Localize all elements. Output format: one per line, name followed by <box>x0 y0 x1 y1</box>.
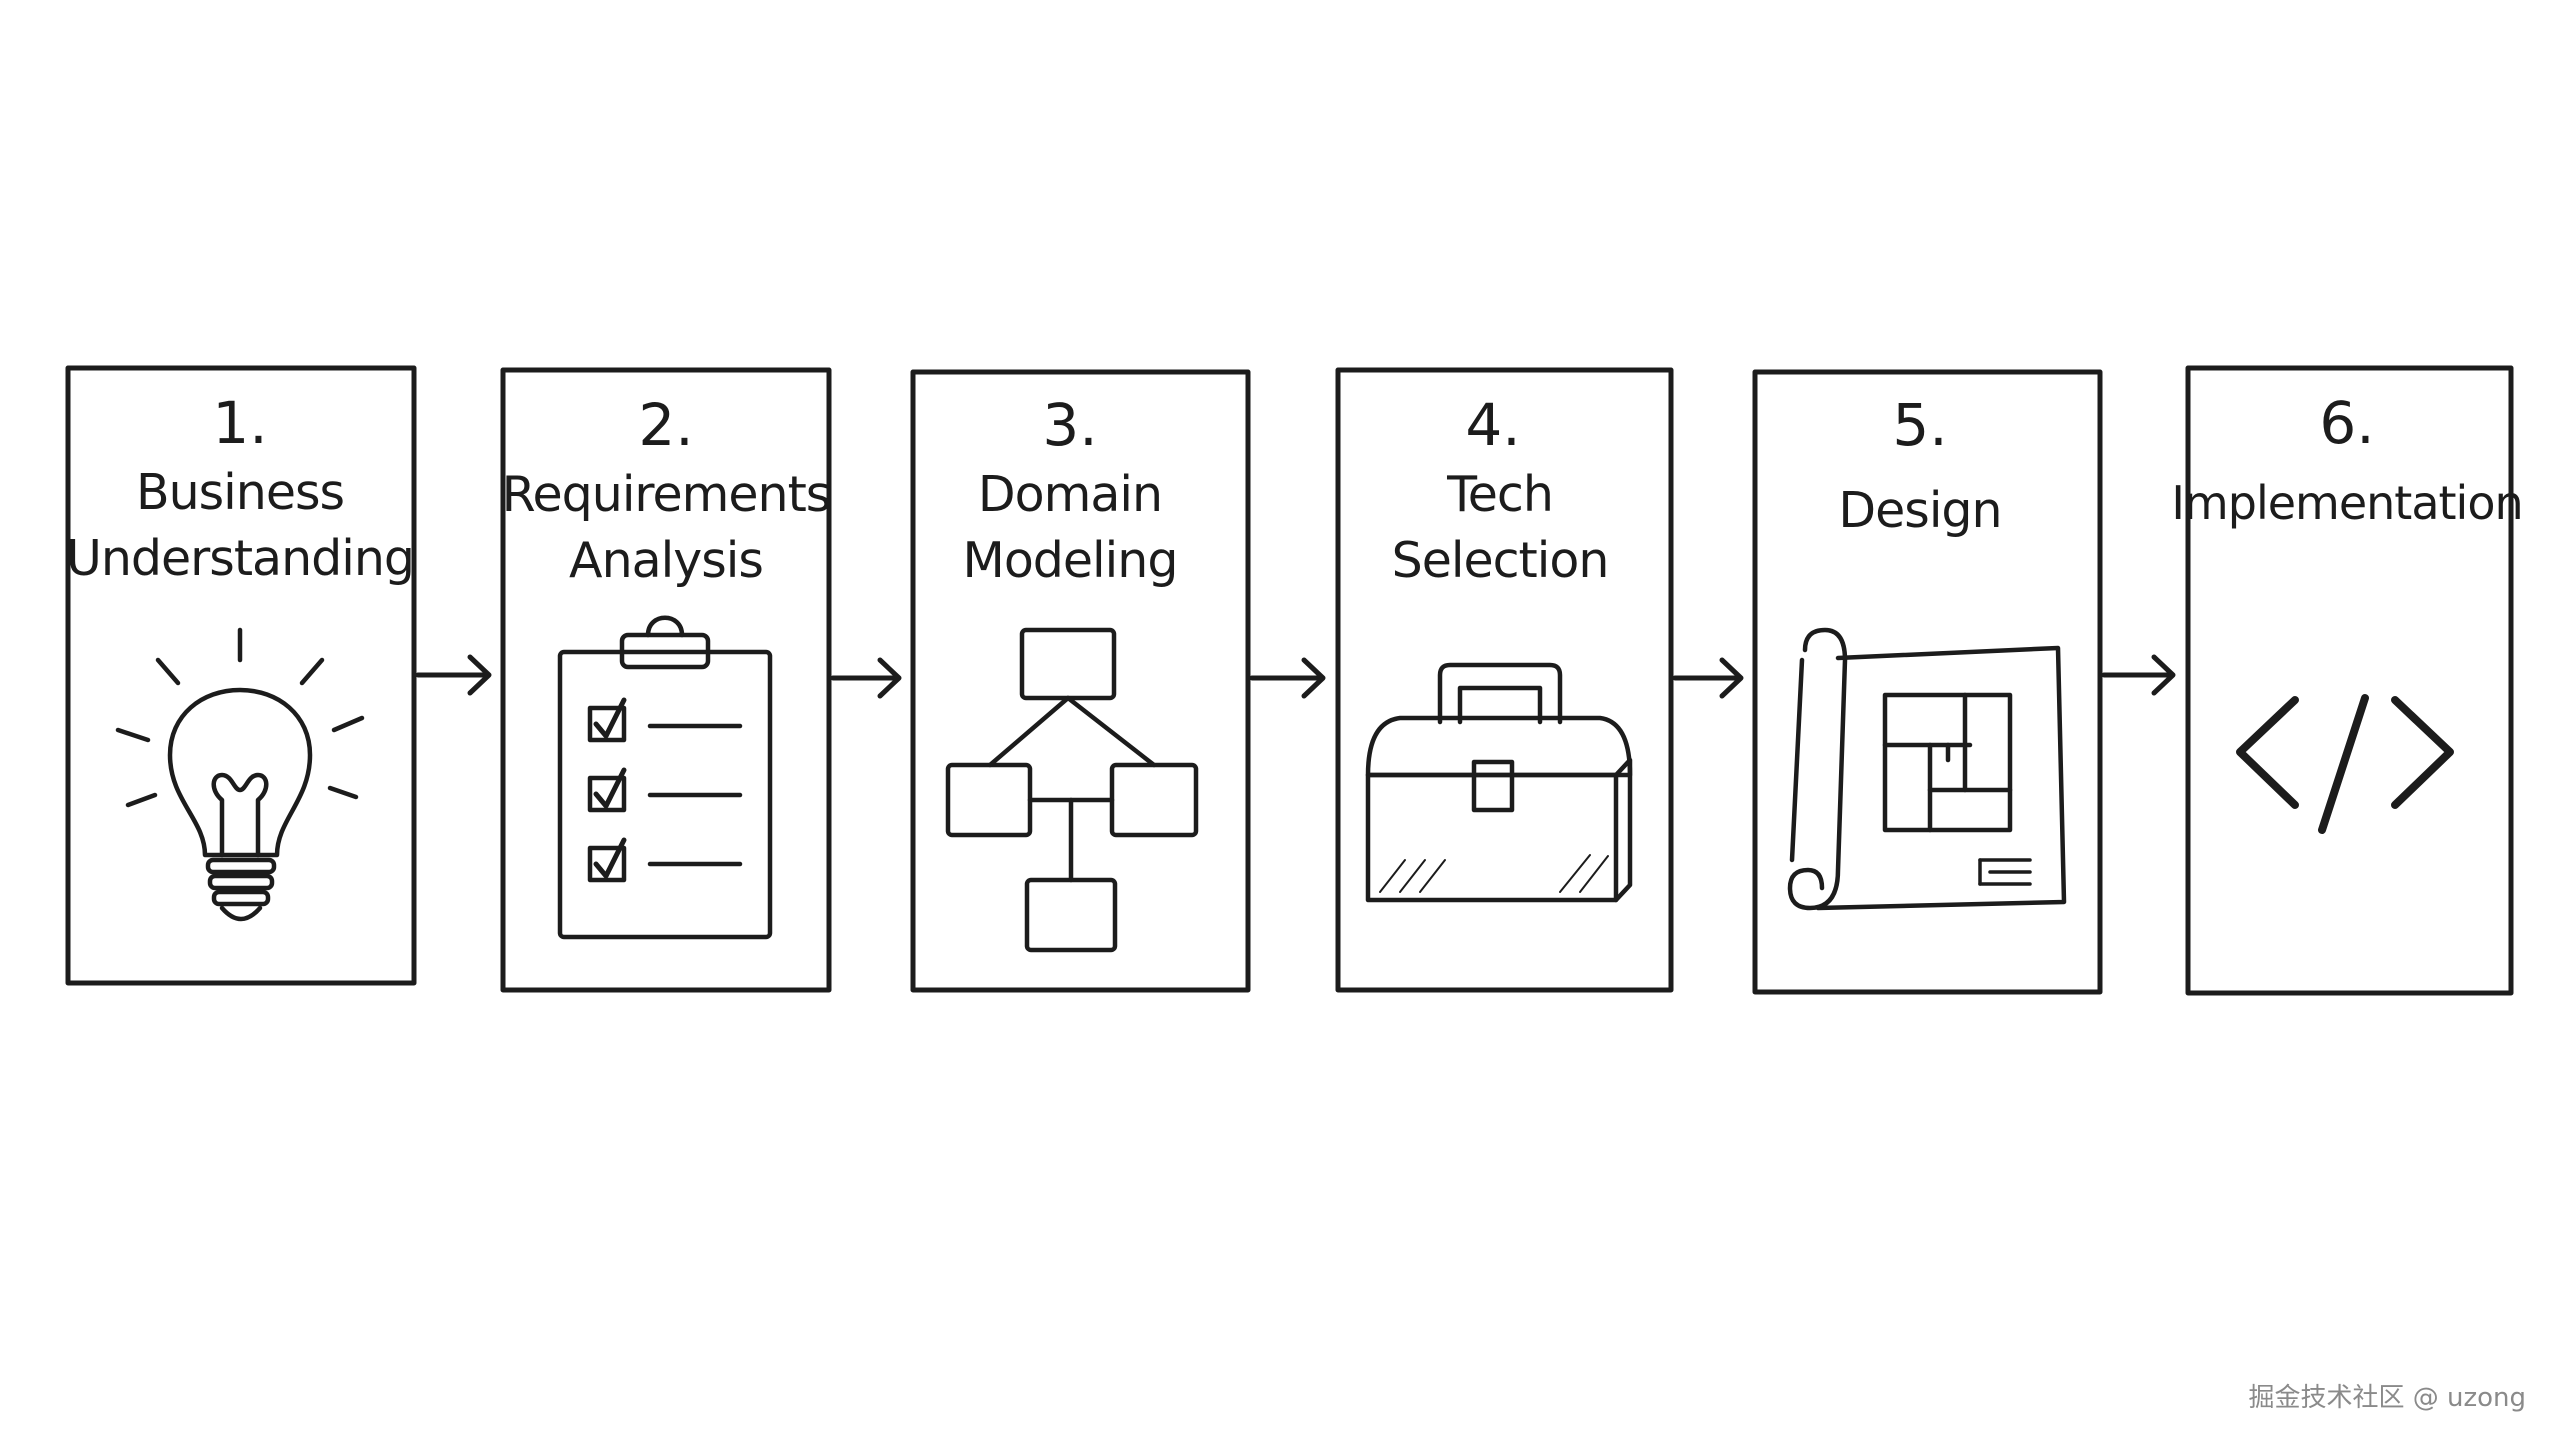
step-box-2 <box>500 367 832 993</box>
clipboard-checklist-icon <box>557 615 773 940</box>
step-3-title: Domain Modeling <box>962 466 1179 589</box>
hierarchy-diagram-icon <box>945 627 1199 953</box>
step-6-title: Implementation <box>2171 476 2523 530</box>
arrow-3-4 <box>1249 657 1326 699</box>
step-5-title: Design <box>1838 482 2002 539</box>
toolbox-icon <box>1365 662 1633 903</box>
step-1-number: 1. <box>212 389 268 457</box>
lightbulb-icon <box>115 627 365 922</box>
step-box-6 <box>2185 365 2514 996</box>
step-box-3 <box>910 369 1251 993</box>
arrow-5-6 <box>2101 654 2176 696</box>
code-brackets-icon <box>2236 694 2454 834</box>
step-box-1 <box>65 365 417 986</box>
step-3-number: 3. <box>1042 391 1098 459</box>
step-2-number: 2. <box>638 391 694 459</box>
step-5-number: 5. <box>1892 391 1948 459</box>
blueprint-icon <box>1787 627 2067 911</box>
step-1-title: Business Understanding <box>65 464 415 587</box>
watermark: 掘金技术社区 @ uzong <box>2248 1383 2526 1413</box>
step-4-number: 4. <box>1465 391 1521 459</box>
arrow-4-5 <box>1672 657 1744 699</box>
step-6-number: 6. <box>2319 389 2375 457</box>
step-box-5 <box>1752 369 2103 995</box>
arrow-2-3 <box>830 657 902 699</box>
step-4-title: Tech Selection <box>1391 466 1610 589</box>
step-box-4 <box>1335 367 1674 993</box>
arrow-1-2 <box>415 654 492 696</box>
step-2-title: Requirements Analysis <box>501 466 832 589</box>
